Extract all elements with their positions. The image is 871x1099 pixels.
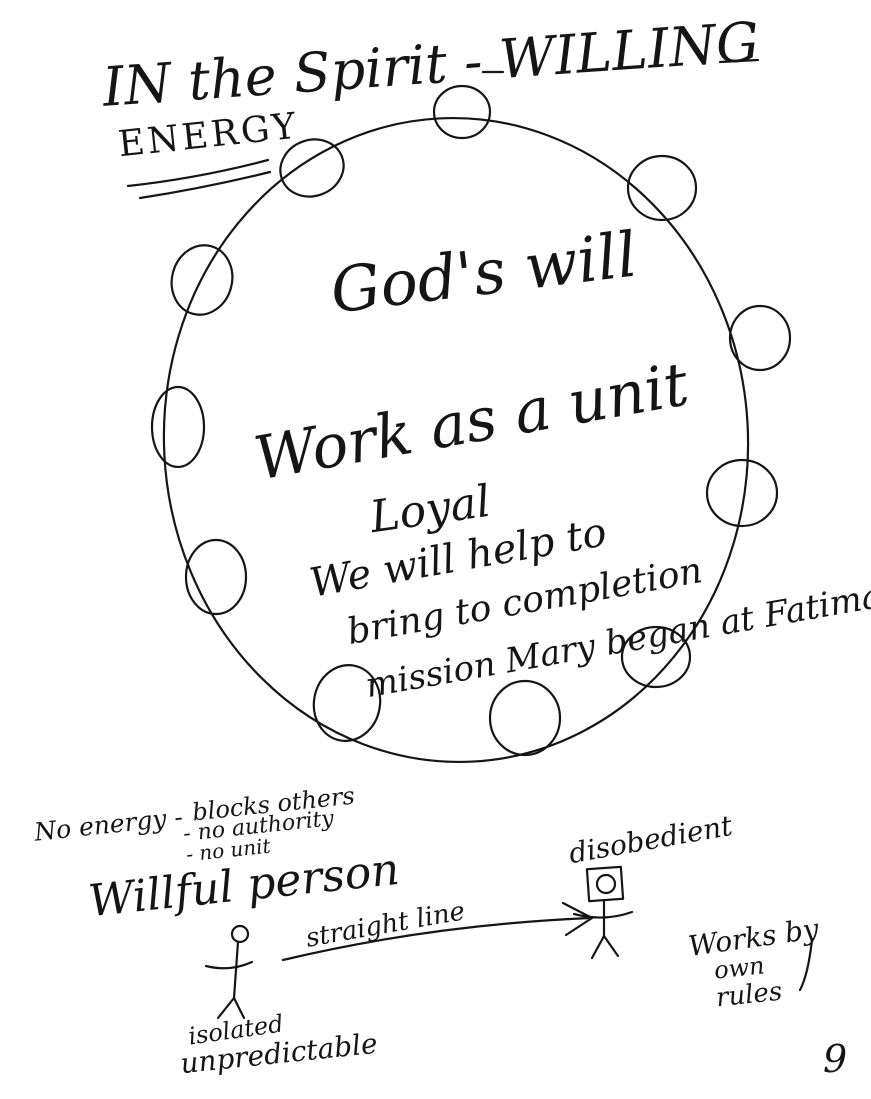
member-circle xyxy=(705,458,779,528)
member-circle xyxy=(170,244,234,316)
unity-circle xyxy=(162,116,750,764)
straight-line-arrow xyxy=(281,916,592,962)
dash-stroke xyxy=(718,58,760,64)
member-circle xyxy=(620,625,692,689)
stick-figure-isolated xyxy=(204,924,254,1020)
member-circle xyxy=(728,304,792,372)
member-circle xyxy=(488,679,562,757)
works-bracket xyxy=(798,938,814,992)
member-circle xyxy=(626,154,698,222)
page-number: 9 xyxy=(823,1037,848,1081)
member-circle xyxy=(312,664,382,742)
stick-figure-disobedient xyxy=(572,865,634,960)
member-circle xyxy=(184,538,248,616)
underline-stroke xyxy=(126,158,270,188)
member-circle xyxy=(279,138,345,198)
rules-label: rules xyxy=(714,976,784,1014)
member-circle xyxy=(150,385,206,469)
member-circle xyxy=(432,84,492,140)
underline-stroke xyxy=(138,170,272,200)
member-circles xyxy=(150,84,792,757)
